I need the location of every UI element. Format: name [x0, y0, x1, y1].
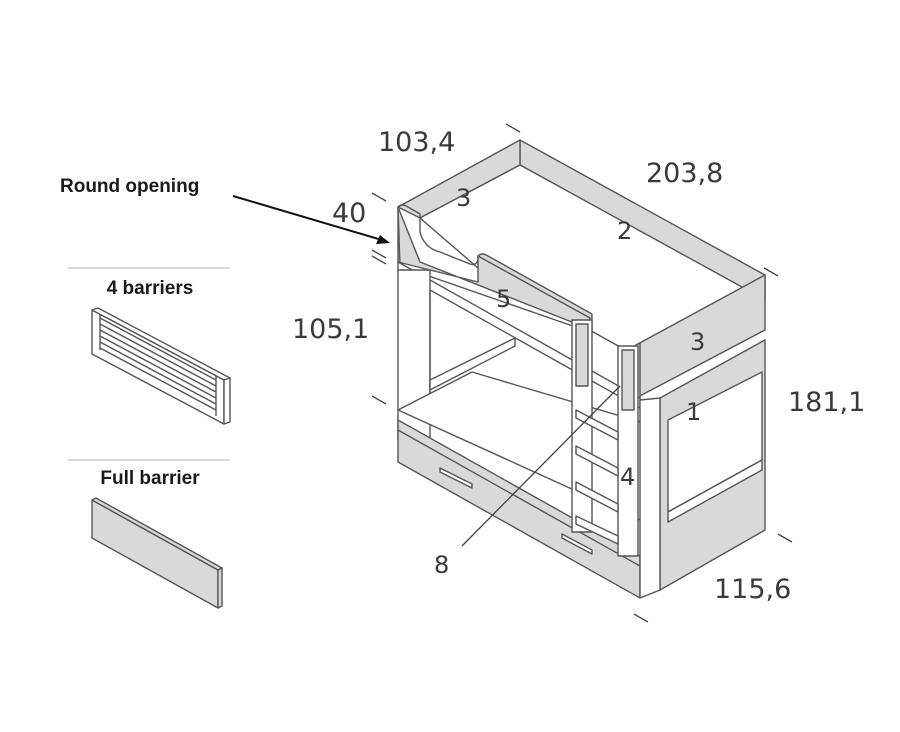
part-label-front-top: 3: [456, 184, 471, 212]
dim-rail-height: 40: [332, 198, 366, 229]
label-8-leader: [461, 385, 621, 547]
ladder: [571, 319, 639, 557]
part-label-back-top: 3: [690, 328, 705, 356]
tick-rail-top: [371, 192, 387, 202]
tick-length: [763, 267, 779, 277]
tick-height-bottom: [777, 533, 793, 543]
round-opening-callout: Round opening: [60, 176, 199, 197]
part-label-end-panel: 1: [686, 398, 701, 426]
dim-lower-height: 105,1: [292, 314, 369, 345]
dim-length: 203,8: [646, 158, 723, 189]
bunk-bed: [397, 139, 766, 599]
part-label-ladder: 4: [620, 463, 635, 491]
tick-lower: [371, 395, 387, 405]
option-full-barrier-caption: Full barrier: [100, 468, 200, 489]
part-label-long-side: 2: [617, 217, 632, 245]
full-barrier-illustration: [91, 497, 223, 609]
part-label-hook: 8: [434, 551, 449, 579]
four-barriers-illustration: [91, 307, 231, 425]
arrow-head-icon: [376, 235, 390, 244]
tick-depth: [505, 123, 521, 133]
dim-depth: 103,4: [378, 127, 455, 158]
dim-total-height: 181,1: [788, 387, 865, 418]
tick-width: [633, 613, 649, 623]
tick-rail-bottom-2: [371, 255, 387, 265]
dim-width-bottom: 115,6: [714, 574, 791, 605]
part-label-guard-rail: 5: [496, 285, 511, 313]
option-4-barriers-caption: 4 barriers: [107, 278, 194, 299]
callout-arrow-line: [232, 195, 383, 241]
tick-rail-bottom: [371, 249, 387, 259]
